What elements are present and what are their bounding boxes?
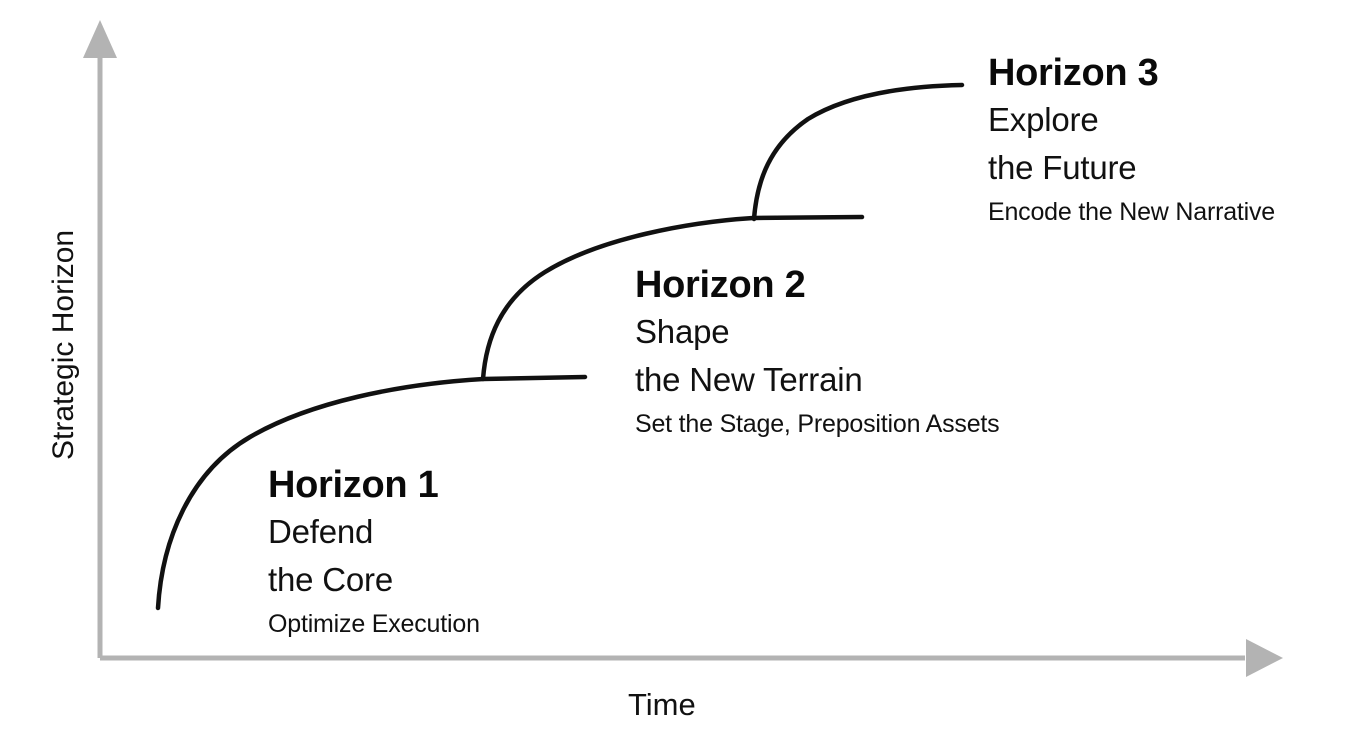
horizon-2-label-group: Horizon 2 Shape the New Terrain Set the … (635, 262, 1000, 444)
horizon-3-curve (751, 82, 965, 222)
x-axis-arrowhead (1246, 639, 1283, 677)
horizon-2-line-2: the New Terrain (635, 361, 863, 398)
horizon-3-title: Horizon 3 (988, 52, 1159, 94)
x-axis-label: Time (628, 687, 696, 722)
horizon-1-curve (155, 374, 588, 611)
horizon-1-line-1: Defend (268, 513, 374, 550)
horizon-2-line-1: Shape (635, 313, 730, 350)
horizon-3-line-1: Explore (988, 101, 1099, 138)
horizon-3-line-2: the Future (988, 149, 1137, 186)
horizon-1-line-2: the Core (268, 561, 393, 598)
horizon-1-label-group: Horizon 1 Defend the Core Optimize Execu… (268, 462, 480, 644)
horizon-1-caption: Optimize Execution (268, 610, 480, 638)
horizon-2-caption: Set the Stage, Preposition Assets (635, 410, 1000, 438)
horizon-3-caption: Encode the New Narrative (988, 198, 1276, 226)
y-axis-arrowhead (83, 20, 117, 58)
y-axis-label: Strategic Horizon (47, 229, 80, 460)
horizon-1-title: Horizon 1 (268, 464, 439, 506)
horizon-2-title: Horizon 2 (635, 264, 806, 306)
horizon-2-curve (480, 214, 865, 382)
horizon-3-label-group: Horizon 3 Explore the Future Encode the … (988, 50, 1275, 232)
